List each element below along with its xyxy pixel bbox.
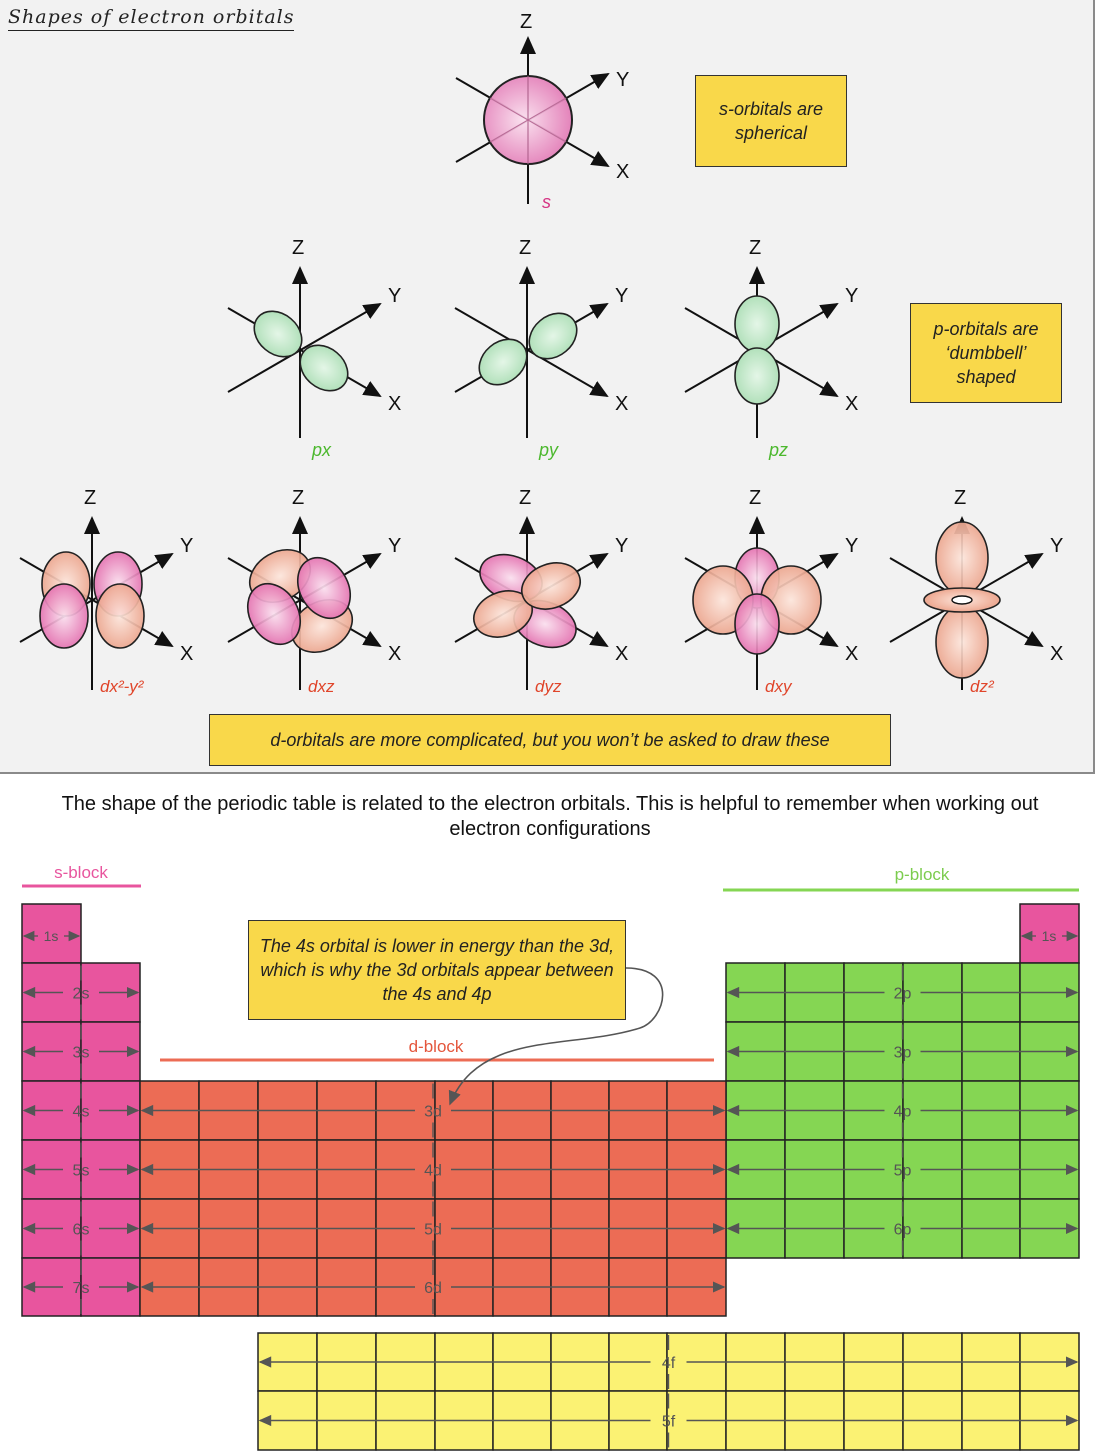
d-orbital-label: dxy [765,677,793,696]
p-lobe [253,310,303,358]
energy-note: The 4s orbital is lower in energy than t… [248,920,626,1020]
row-3s-label: 3s [73,1045,90,1062]
z-axis-label: Z [292,487,304,509]
p-orbital-label: pz [768,440,788,460]
caption: The shape of the periodic table is relat… [61,793,1039,840]
p-lobe [528,312,578,360]
energy-note-arrow [448,967,664,1106]
row-3d-label: 3d [424,1104,442,1121]
d-lobe [521,562,581,610]
z-axis-label: Z [749,237,761,259]
p-orbital-py: Z Y Xpy [454,237,628,460]
y-axis-label: Y [1050,535,1063,557]
y-axis-label: Y [615,535,628,557]
z-axis-label: Z [519,237,531,259]
row-4p-label: 4p [894,1104,912,1121]
row-6s-label: 6s [73,1222,90,1239]
p-orbital-pz: Z Y Xpz [684,237,858,460]
d-lobe [296,557,352,619]
x-axis-label: X [1050,643,1063,665]
x-axis-label: X [388,643,401,665]
s-orbital: Z Y Xs [455,11,629,212]
p-lobe [478,338,528,386]
y-axis [227,302,382,393]
page-title: Shapes of electron orbitals [8,6,295,31]
x-axis-label: X [388,393,401,415]
z-axis-label: Z [292,237,304,259]
p-block-label: p-block [895,865,950,884]
x-axis-label: X [616,161,629,183]
d-lobe [935,521,989,595]
d-ring-hole [951,595,973,605]
p-orbital-label: py [538,440,559,460]
p-lobe [299,344,349,392]
d-lobe [935,605,989,679]
d-orbital-label: dz² [970,677,995,696]
x-axis-label: X [180,643,193,665]
row-5p-label: 5p [894,1163,912,1180]
y-axis-label: Y [616,69,629,91]
d-orbital-label: dxz [308,677,335,696]
row-label-he: 1s [1042,928,1057,944]
y-axis-label: Y [615,285,628,307]
p-lobe [734,295,780,353]
x-axis-label: X [615,643,628,665]
z-axis-label: Z [84,487,96,509]
d-orbital-note: d-orbitals are more complicated, but you… [209,714,891,766]
y-axis-label: Y [388,285,401,307]
x-axis-label: X [615,393,628,415]
d-lobe [734,593,780,655]
p-orbital-label: px [311,440,332,460]
d-orbital-label: dyz [535,677,562,696]
row-3p-label: 3p [894,1045,912,1062]
x-axis-label: X [845,643,858,665]
row-5s-label: 5s [73,1163,90,1180]
s-orbital-label: s [542,192,551,212]
z-axis-label: Z [519,487,531,509]
row-5d-label: 5d [424,1222,442,1239]
x-axis-label: X [845,393,858,415]
row-4f-label: 4f [662,1355,676,1372]
p-orbital-note: p-orbitals are ‘dumbbell’ shaped [910,303,1062,403]
row-7s-label: 7s [73,1280,90,1297]
row-2p-label: 2p [894,986,912,1003]
s-block-label: s-block [54,863,108,882]
x-axis [454,307,609,398]
d-lobe [95,583,145,649]
y-axis-label: Y [180,535,193,557]
d-lobe [246,583,302,645]
row-6d-label: 6d [424,1280,442,1297]
row-6p-label: 6p [894,1222,912,1239]
z-axis-label: Z [520,11,532,33]
d-block-label: d-block [409,1037,464,1056]
d-orbital-label: dx²-y² [100,677,145,696]
z-axis-label: Z [749,487,761,509]
row-4s-label: 4s [73,1104,90,1121]
p-lobe [734,347,780,405]
row-5f-label: 5f [662,1414,676,1431]
p-orbital-px: Z Y Xpx [227,237,401,460]
s-orbital-note: s-orbitals are spherical [695,75,847,167]
row-label-1s: 1s [44,928,59,944]
d-lobe [39,583,89,649]
y-axis-label: Y [845,285,858,307]
y-axis-label: Y [388,535,401,557]
y-axis-label: Y [845,535,858,557]
row-4d-label: 4d [424,1163,442,1180]
row-2s-label: 2s [73,986,90,1003]
z-axis-label: Z [954,487,966,509]
